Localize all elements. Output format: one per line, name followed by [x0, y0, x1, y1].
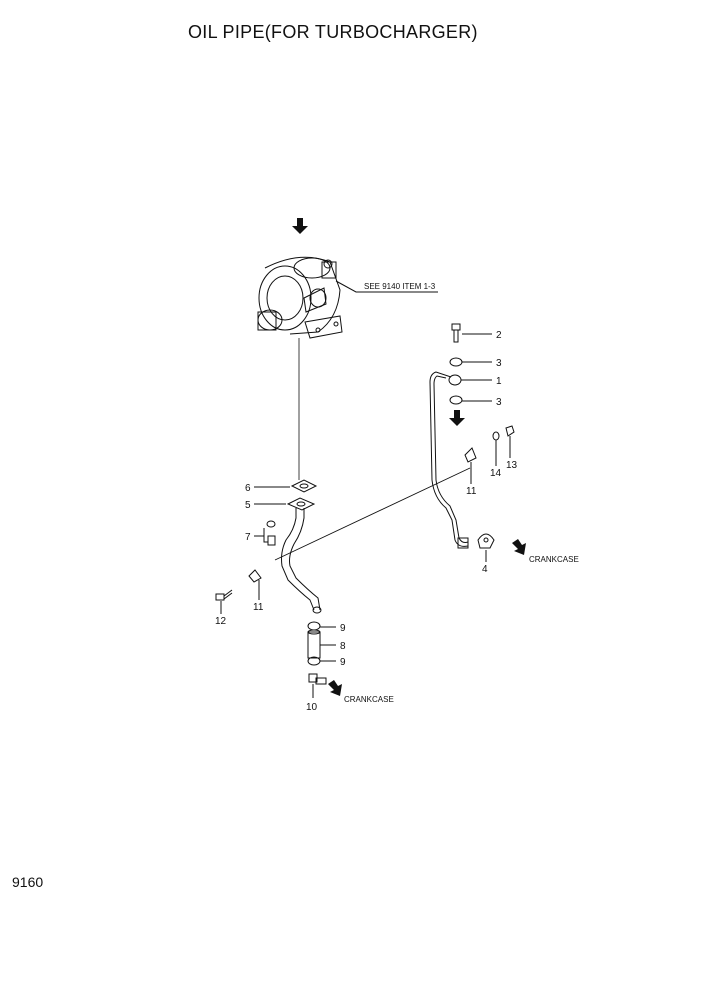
- reference-leader: [335, 280, 438, 293]
- gasket-part-6: [290, 479, 318, 493]
- clamp-part-7: [263, 520, 276, 546]
- flow-arrow-icon: [512, 539, 526, 555]
- clip-part-11-right: [464, 447, 477, 463]
- callout-13: 13: [506, 460, 518, 471]
- callout-2: 2: [496, 330, 502, 341]
- page-number: 9160: [12, 874, 44, 890]
- page-title: OIL PIPE(FOR TURBOCHARGER): [188, 22, 478, 42]
- pipe-part-5: [281, 508, 315, 611]
- nut-part-13: [505, 425, 515, 437]
- callout-3-upper: 3: [496, 358, 502, 369]
- washer-part-3-lower: [449, 395, 463, 405]
- clip-part-11-left: [248, 569, 262, 583]
- oil-pipe-part-1: [429, 371, 469, 547]
- callout-11-left: 11: [253, 602, 264, 613]
- callout-12: 12: [215, 616, 227, 627]
- crankcase-label-upper: CRANKCASE: [529, 555, 579, 564]
- connector-part-4: [477, 533, 495, 549]
- flow-arrow-icon: [449, 410, 465, 426]
- flow-arrow-icon: [292, 218, 308, 234]
- callout-4: 4: [482, 564, 488, 575]
- fitting-part-10: [308, 673, 327, 685]
- washer-part-3-upper: [449, 357, 463, 367]
- callout-8: 8: [340, 641, 346, 652]
- callout-9-lower: 9: [340, 657, 346, 668]
- assembly-line: [274, 467, 471, 561]
- reference-note: SEE 9140 ITEM 1-3: [364, 282, 436, 291]
- callout-1: 1: [496, 376, 502, 387]
- callout-14: 14: [490, 468, 502, 479]
- callout-11-right: 11: [466, 486, 477, 497]
- turbocharger-drawing: [257, 256, 343, 339]
- hose-part-8: [307, 629, 321, 659]
- bolt-part-2: [451, 323, 461, 343]
- bolt-part-12: [215, 589, 233, 601]
- flange-part-5: [286, 497, 316, 511]
- clamp-part-9-upper: [307, 621, 321, 631]
- callout-7: 7: [245, 532, 251, 543]
- washer-part-14: [492, 431, 500, 441]
- callout-10: 10: [306, 702, 318, 713]
- crankcase-label-lower: CRANKCASE: [344, 695, 394, 704]
- callout-5: 5: [245, 500, 251, 511]
- flow-arrow-icon: [328, 680, 342, 696]
- callout-9-upper: 9: [340, 623, 346, 634]
- callout-3-lower: 3: [496, 397, 502, 408]
- callout-6: 6: [245, 483, 251, 494]
